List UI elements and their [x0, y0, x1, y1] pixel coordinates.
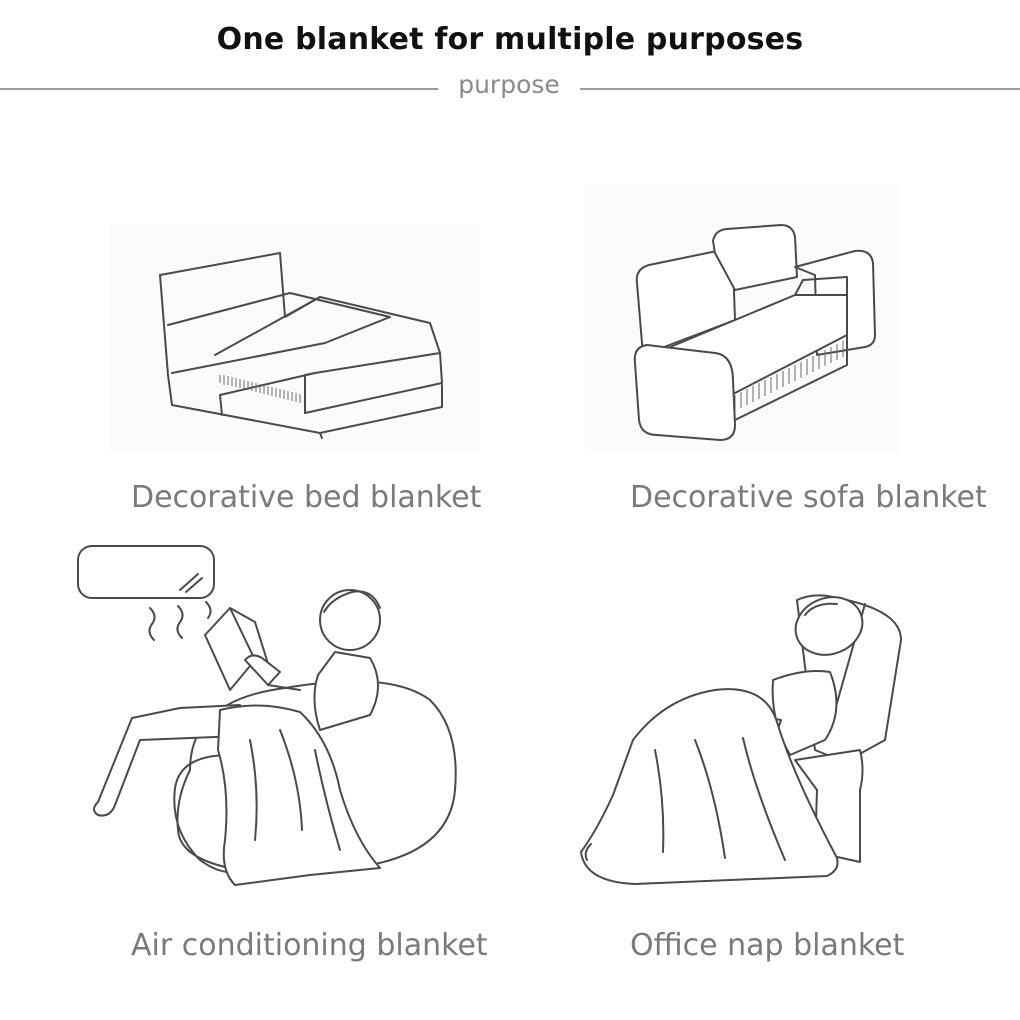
sofa-panel	[585, 185, 905, 450]
office-nap-caption: Office nap blanket	[630, 928, 905, 963]
page-title: One blanket for multiple purposes	[216, 22, 804, 57]
air-conditioner-icon	[77, 545, 215, 599]
page-subtitle: purpose	[458, 70, 560, 99]
header-divider-left	[0, 88, 438, 90]
bed-illustration	[110, 225, 480, 450]
napping-person-chair-illustration	[580, 594, 902, 885]
sofa-illustration	[585, 185, 900, 450]
air-conditioning-caption: Air conditioning blanket	[131, 928, 488, 963]
header-divider-right	[580, 88, 1020, 90]
bed-caption: Decorative bed blanket	[131, 480, 482, 515]
air-conditioning-panel	[70, 540, 470, 900]
sofa-caption: Decorative sofa blanket	[630, 480, 987, 515]
bed-panel	[110, 225, 480, 455]
reading-person-air-conditioner-illustration	[77, 545, 457, 886]
office-nap-panel	[575, 590, 905, 900]
